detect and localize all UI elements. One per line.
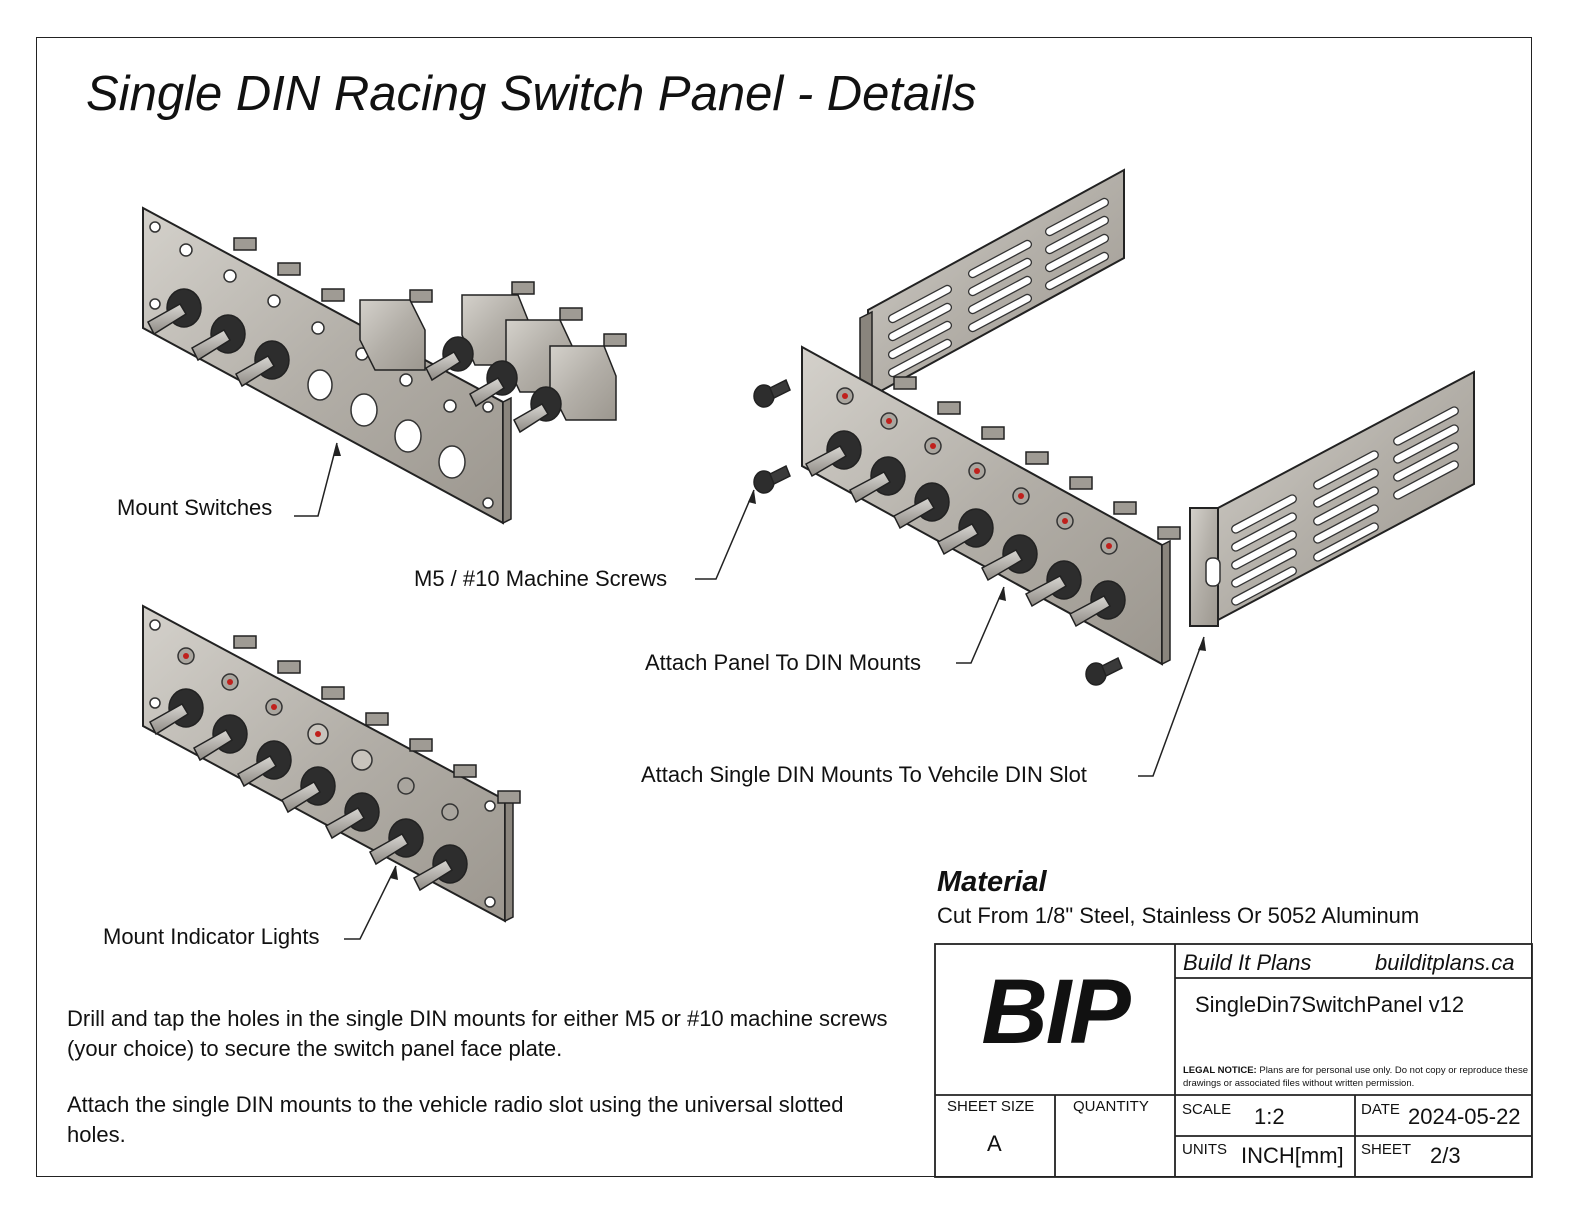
quantity-label: QUANTITY xyxy=(1073,1098,1149,1115)
title-block-grid xyxy=(934,943,1533,1178)
material-text: Cut From 1/8" Steel, Stainless Or 5052 A… xyxy=(937,903,1420,928)
panel-switches-illustration xyxy=(142,206,627,525)
date-label: DATE xyxy=(1361,1101,1400,1118)
callout-machine-screws: M5 / #10 Machine Screws xyxy=(414,566,668,591)
legal-notice-label: LEGAL NOTICE: xyxy=(1183,1065,1257,1076)
date-value: 2024-05-22 xyxy=(1408,1104,1521,1129)
drawing-frame xyxy=(36,37,1532,1177)
callout-attach-mounts: Attach Single DIN Mounts To Vehcile DIN … xyxy=(641,762,1087,787)
scale-value: 1:2 xyxy=(1254,1104,1285,1129)
panel-indicators-illustration xyxy=(142,604,521,923)
note-attach-mounts: Attach the single DIN mounts to the vehi… xyxy=(67,1092,844,1147)
material-heading: Material xyxy=(937,866,1047,898)
scale-label: SCALE xyxy=(1182,1101,1232,1118)
drawing-name: SingleDin7SwitchPanel v12 xyxy=(1195,992,1465,1017)
units-value: INCH[mm] xyxy=(1241,1143,1344,1168)
note-drill-and-tap: Drill and tap the holes in the single DI… xyxy=(67,1006,888,1061)
sheet-size-value: A xyxy=(987,1131,1002,1156)
callout-mount-indicator-lights: Mount Indicator Lights xyxy=(103,924,320,949)
legal-notice-text: Plans are for personal use only. Do not … xyxy=(1183,1065,1528,1089)
bip-logo: BIP xyxy=(981,961,1130,1063)
units-label: UNITS xyxy=(1182,1141,1227,1158)
leader-lines xyxy=(294,442,1205,940)
company-website: builditplans.ca xyxy=(1375,950,1515,975)
page-title: Single DIN Racing Switch Panel - Details xyxy=(86,67,977,121)
sheet-label: SHEET xyxy=(1361,1141,1412,1158)
callout-mount-switches: Mount Switches xyxy=(117,495,273,520)
callout-attach-panel: Attach Panel To DIN Mounts xyxy=(645,650,921,675)
company-name: Build It Plans xyxy=(1183,950,1312,975)
legal-notice: LEGAL NOTICE: Plans are for personal use… xyxy=(1183,1064,1528,1090)
sheet-value: 2/3 xyxy=(1430,1143,1461,1168)
din-assembly-illustration xyxy=(753,168,1475,686)
sheet-size-label: SHEET SIZE xyxy=(947,1098,1035,1115)
